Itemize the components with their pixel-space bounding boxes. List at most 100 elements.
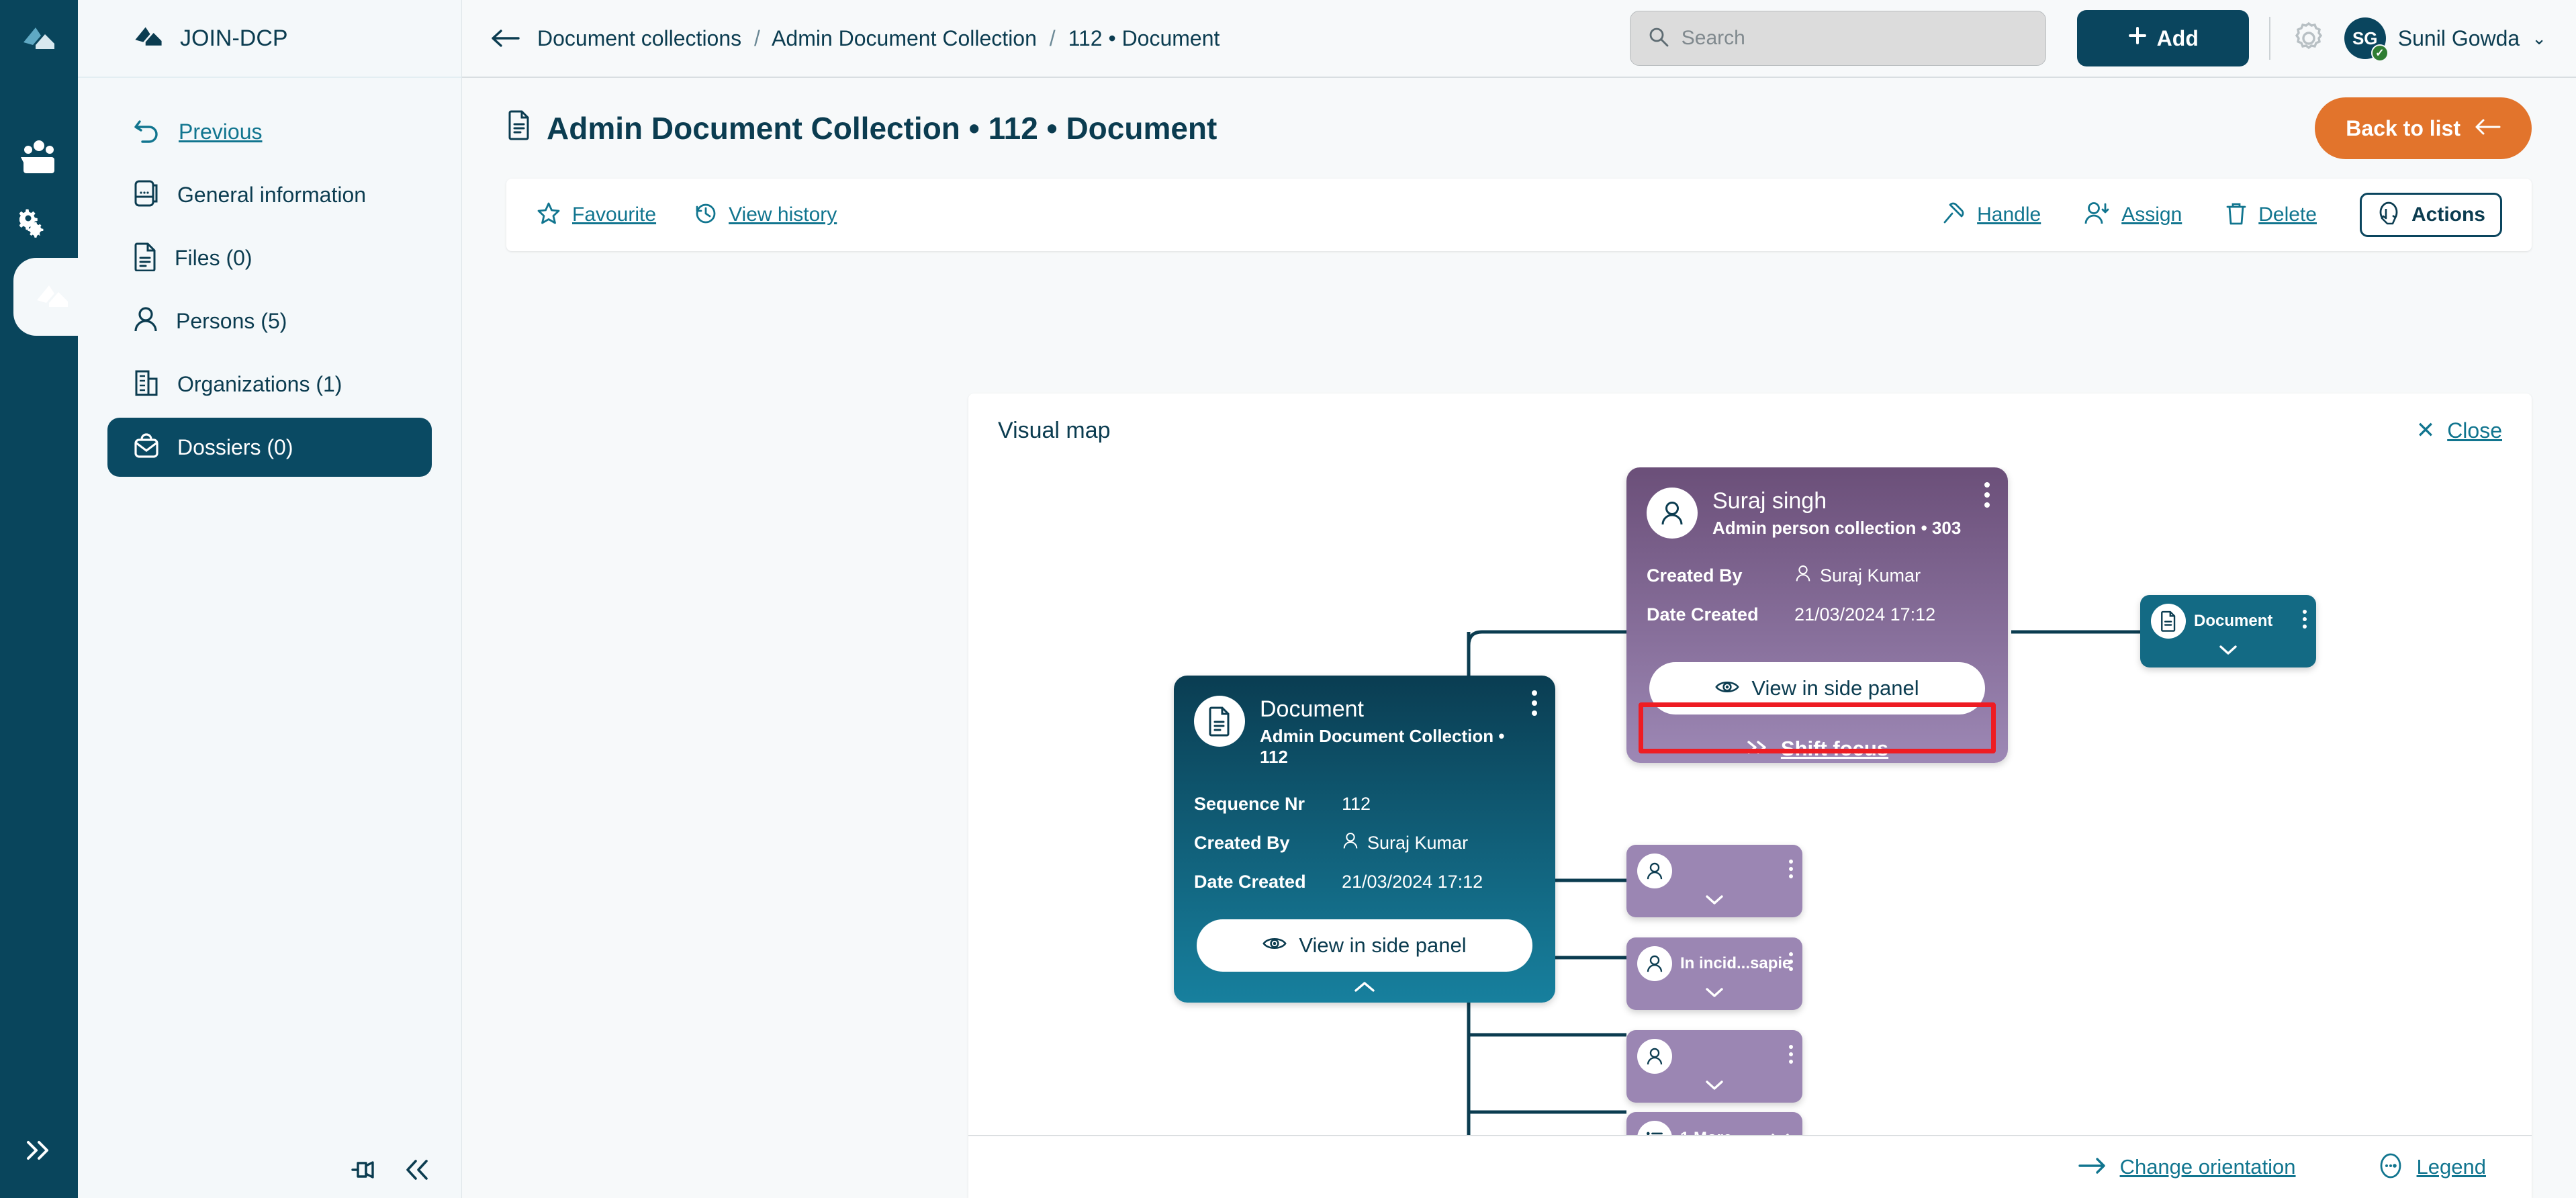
handle-label: Handle: [1977, 203, 2041, 226]
row-key: Created By: [1194, 833, 1290, 854]
node-document-main[interactable]: Document Admin Document Collection • 112…: [1174, 676, 1555, 1003]
view-in-side-panel-button[interactable]: View in side panel: [1197, 919, 1532, 972]
status-badge: ✓: [2371, 44, 2389, 62]
arrow-left-icon[interactable]: [490, 28, 520, 48]
breadcrumb-item-2[interactable]: 112 • Document: [1068, 26, 1220, 50]
breadcrumb-item-1[interactable]: Admin Document Collection: [772, 26, 1037, 50]
node-title: Suraj singh: [1712, 488, 1827, 514]
avatar-initials: SG: [2352, 28, 2378, 48]
sidebar-item-label: General information: [177, 182, 367, 207]
legend-label: Legend: [2416, 1155, 2486, 1179]
document-icon: [506, 109, 532, 148]
row-value-wrap: Suraj Kumar: [1794, 564, 1921, 588]
legend-button[interactable]: Legend: [2377, 1151, 2486, 1184]
view-history-action[interactable]: View history: [692, 201, 837, 230]
node-subtitle: Admin Document Collection • 112: [1260, 725, 1505, 767]
row-key: Date Created: [1194, 872, 1306, 892]
handle-action[interactable]: Handle: [1941, 201, 2041, 230]
trash-icon: [2225, 201, 2248, 230]
list-icon: [1637, 1121, 1672, 1135]
chevron-up-icon[interactable]: [1626, 774, 2008, 804]
close-visual-map-button[interactable]: ✕ Close: [2416, 417, 2502, 444]
gear-icon[interactable]: [2291, 20, 2327, 56]
node-header: 1 More: [1626, 1112, 1802, 1135]
kebab-menu-icon[interactable]: [1789, 952, 1793, 971]
action-bar: Favourite View history Handle Assign: [506, 179, 2532, 251]
chevron-down-icon[interactable]: [2140, 639, 2316, 661]
kebab-menu-icon[interactable]: [1789, 860, 1793, 878]
row-value: Suraj Kumar: [1367, 833, 1469, 854]
search-input[interactable]: [1681, 27, 2028, 50]
avatar: SG ✓: [2344, 17, 2389, 62]
chevron-up-icon[interactable]: [1174, 972, 1555, 1003]
kebab-menu-icon[interactable]: [1984, 482, 1990, 508]
node-row: Created By Suraj Kumar: [1194, 824, 1535, 863]
person-icon: [1794, 564, 1812, 588]
kebab-menu-icon[interactable]: [1531, 690, 1538, 716]
node-document-right[interactable]: Document: [2140, 595, 2316, 667]
expand-rail-button[interactable]: [0, 1127, 78, 1174]
node-header: Document Admin Document Collection • 112: [1174, 676, 1555, 768]
star-icon: [536, 201, 561, 230]
search-icon: [1648, 26, 1669, 51]
change-orientation-button[interactable]: Change orientation: [2078, 1155, 2296, 1179]
search-box[interactable]: [1629, 11, 2046, 66]
sidebar-item-label: Organizations (1): [177, 371, 342, 396]
actions-button[interactable]: Actions: [2359, 193, 2502, 237]
person-icon: [1637, 854, 1672, 888]
favourite-action[interactable]: Favourite: [536, 201, 656, 230]
node-header: Document: [2140, 595, 2316, 639]
sidebar-item-label: Persons (5): [176, 308, 287, 333]
sidebar-item-general-information[interactable]: General information: [107, 165, 432, 224]
sidebar-rail-item-team[interactable]: [0, 118, 78, 196]
back-to-list-button[interactable]: Back to list: [2315, 97, 2532, 159]
view-in-side-panel-label: View in side panel: [1751, 676, 1919, 700]
pin-icon: [1941, 201, 1966, 230]
kebab-menu-icon[interactable]: [1789, 1045, 1793, 1064]
row-key: Date Created: [1647, 604, 1759, 625]
view-in-side-panel-button[interactable]: View in side panel: [1649, 662, 1985, 715]
shift-focus-button[interactable]: Shift focus: [1641, 724, 1993, 774]
assign-action[interactable]: Assign: [2084, 201, 2182, 230]
sidebar-item-previous[interactable]: Previous: [107, 102, 432, 161]
add-button[interactable]: Add: [2076, 10, 2249, 66]
node-header: [1626, 845, 1802, 889]
node-row: Sequence Nr 112: [1194, 785, 1535, 824]
close-label: Close: [2447, 418, 2502, 443]
node-child-more[interactable]: 1 More: [1626, 1112, 1802, 1135]
pin-icon[interactable]: [350, 1158, 381, 1182]
sidebar-item-dossiers[interactable]: Dossiers (0): [107, 418, 432, 477]
sidebar-rail-item-dossiers[interactable]: [13, 258, 91, 336]
chevron-down-icon[interactable]: [1626, 889, 1802, 911]
app-logo-icon[interactable]: [0, 0, 78, 78]
node-title: Document: [1260, 696, 1364, 722]
node-person-focus[interactable]: Suraj singh Admin person collection • 30…: [1626, 467, 2008, 794]
visual-map-canvas[interactable]: Document Admin Document Collection • 112…: [968, 467, 2532, 1135]
delete-action[interactable]: Delete: [2225, 201, 2317, 230]
add-button-label: Add: [2156, 26, 2199, 50]
chevron-double-right-icon: [1746, 739, 1769, 759]
chevron-down-icon[interactable]: [1626, 1074, 1802, 1096]
sidebar-item-persons[interactable]: Persons (5): [107, 291, 432, 351]
node-label: In incid...sapiente: [1680, 954, 1792, 972]
sidebar-item-files[interactable]: Files (0): [107, 228, 432, 287]
chevron-double-left-icon[interactable]: [404, 1158, 432, 1181]
chevron-down-icon[interactable]: [1626, 982, 1802, 1003]
chevron-down-icon: ⌄: [2532, 28, 2546, 48]
document-icon: [2151, 604, 2186, 639]
kebab-menu-icon[interactable]: [2303, 610, 2307, 629]
node-child-0[interactable]: [1626, 845, 1802, 917]
sidebar-rail-item-settings[interactable]: [0, 188, 78, 266]
user-menu[interactable]: SG ✓ Sunil Gowda ⌄: [2344, 17, 2546, 62]
eye-icon: [1715, 678, 1740, 700]
info-card-icon: [133, 179, 160, 211]
page-title-text: Admin Document Collection • 112 • Docume…: [547, 111, 1217, 146]
node-child-2[interactable]: [1626, 1030, 1802, 1103]
sidebar-item-organizations[interactable]: Organizations (1): [107, 355, 432, 414]
sidebar-brand[interactable]: JOIN-DCP: [78, 0, 461, 78]
node-child-1[interactable]: In incid...sapiente: [1626, 937, 1802, 1010]
visual-map-panel: Visual map ✕ Close: [968, 394, 2532, 1198]
breadcrumb-item-0[interactable]: Document collections: [537, 26, 742, 50]
view-in-side-panel-label: View in side panel: [1299, 933, 1467, 957]
row-value-wrap: Suraj Kumar: [1342, 831, 1468, 855]
